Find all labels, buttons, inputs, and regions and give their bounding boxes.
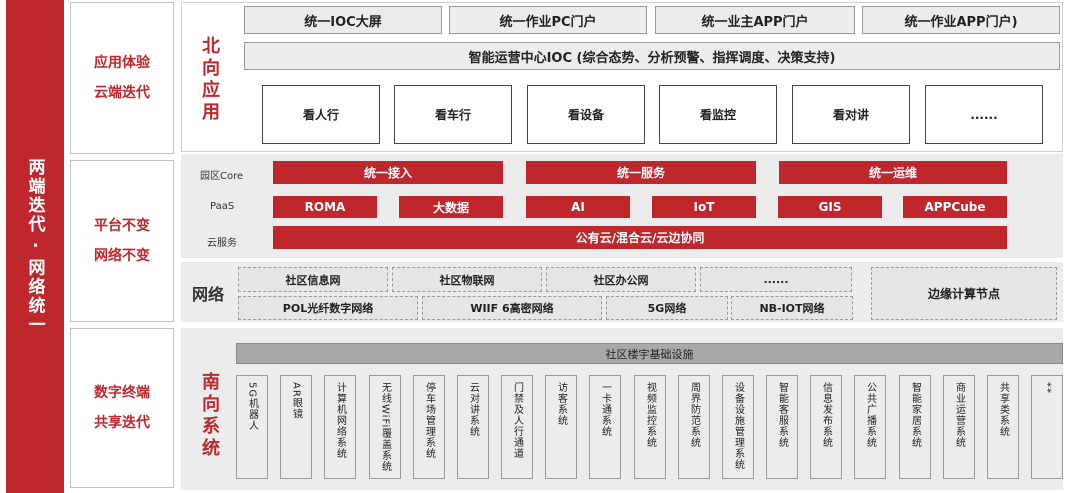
- ioc-center: 智能运营中心IOC (综合态势、分析预警、指挥调度、决策支持): [244, 42, 1060, 70]
- layer-label: 应用体验: [94, 55, 150, 71]
- system-column: 视频监控系统: [634, 375, 666, 479]
- paas-roma: ROMA: [273, 196, 377, 218]
- system-column: 周界防范系统: [678, 375, 710, 479]
- net-5g: 5G网络: [606, 296, 728, 320]
- portal-pc: 统一作业PC门户: [449, 6, 647, 34]
- paas-appcube: APPCube: [903, 196, 1007, 218]
- net-office: 社区办公网: [546, 267, 696, 292]
- net-iot: 社区物联网: [392, 267, 542, 292]
- app-intercom: 看对讲: [792, 85, 910, 144]
- layer-app-experience: 应用体验 云端迭代: [70, 2, 174, 154]
- net-wifi6: WIIF 6高密网络: [422, 296, 602, 320]
- system-column: 无线WiFi覆盖系统: [369, 375, 401, 479]
- system-label: 无线WiFi覆盖系统: [379, 382, 391, 473]
- system-column: 商业运营系统: [943, 375, 975, 479]
- system-column: 5G机器人: [236, 375, 268, 479]
- northbound-title: 北向应用: [199, 36, 220, 124]
- layer-platform: 平台不变 网络不变: [70, 160, 174, 322]
- layer-label: 数字终端: [94, 385, 150, 401]
- app-vehicles: 看车行: [394, 85, 512, 144]
- core-ops: 统一运维: [779, 161, 1007, 184]
- app-monitoring: 看监控: [659, 85, 777, 144]
- system-label: 5G机器人: [246, 382, 258, 432]
- portal-owner-app: 统一业主APP门户: [655, 6, 855, 34]
- paas-gis: GIS: [778, 196, 882, 218]
- paas-ai: AI: [526, 196, 630, 218]
- side-title-bar: 两端迭代 · 网络统一: [6, 0, 64, 493]
- layer-label: 平台不变: [94, 218, 150, 234]
- app-more: ......: [925, 85, 1043, 144]
- system-label: 共享类系统: [997, 382, 1009, 437]
- system-column: 停车场管理系统: [413, 375, 445, 479]
- system-label: AR眼镜: [290, 382, 302, 420]
- system-label: 周界防范系统: [688, 382, 700, 448]
- row-label-paas: PaaS: [210, 201, 235, 212]
- system-column: AR眼镜: [280, 375, 312, 479]
- portal-work-app: 统一作业APP门户): [862, 6, 1060, 34]
- system-label: 公共广播系统: [864, 382, 876, 448]
- system-column: **: [1031, 375, 1063, 479]
- infrastructure-bar: 社区楼宇基础设施: [236, 343, 1063, 364]
- system-label: 智能家居系统: [909, 382, 921, 448]
- system-label: 设备设施管理系统: [732, 382, 744, 470]
- system-column: 一卡通系统: [589, 375, 621, 479]
- system-column: 公共广播系统: [854, 375, 886, 479]
- system-label: 信息发布系统: [820, 382, 832, 448]
- network-title: 网络: [192, 285, 225, 304]
- system-column: 智能客服系统: [766, 375, 798, 479]
- system-label: **: [1041, 382, 1053, 394]
- layer-label: 网络不变: [94, 248, 150, 264]
- net-pol: POL光纤数字网络: [238, 296, 418, 320]
- net-more: ......: [700, 267, 852, 292]
- edge-node: 边缘计算节点: [871, 267, 1057, 320]
- row-label-cloud: 云服务: [207, 238, 237, 249]
- layer-label: 共享迭代: [94, 415, 150, 431]
- layer-terminal: 数字终端 共享迭代: [70, 328, 174, 488]
- row-label-core: 园区Core: [200, 171, 244, 182]
- system-column: 门禁及人行通道: [501, 375, 533, 479]
- net-nbiot: NB-IOT网络: [731, 296, 853, 320]
- app-devices: 看设备: [527, 85, 645, 144]
- system-column: 访客系统: [545, 375, 577, 479]
- system-column: 信息发布系统: [810, 375, 842, 479]
- system-column: 计算机网络系统: [324, 375, 356, 479]
- system-label: 门禁及人行通道: [511, 382, 523, 459]
- cloud-services: 公有云/混合云/云边协同: [273, 226, 1007, 249]
- side-title: 两端迭代 · 网络统一: [24, 158, 45, 335]
- system-column: 智能家居系统: [899, 375, 931, 479]
- system-label: 访客系统: [555, 382, 567, 426]
- system-label: 智能客服系统: [776, 382, 788, 448]
- southbound-title: 南向系统: [199, 372, 220, 460]
- portal-ioc-screen: 统一IOC大屏: [244, 6, 442, 34]
- system-label: 云对讲系统: [467, 382, 479, 437]
- layer-label: 云端迭代: [94, 85, 150, 101]
- core-service: 统一服务: [526, 161, 756, 184]
- system-label: 一卡通系统: [599, 382, 611, 437]
- system-label: 商业运营系统: [953, 382, 965, 448]
- system-label: 视频监控系统: [644, 382, 656, 448]
- core-access: 统一接入: [273, 161, 503, 184]
- system-column: 设备设施管理系统: [722, 375, 754, 479]
- system-column: 云对讲系统: [457, 375, 489, 479]
- paas-bigdata: 大数据: [399, 196, 503, 218]
- paas-iot: IoT: [652, 196, 756, 218]
- system-column: 共享类系统: [987, 375, 1019, 479]
- net-info: 社区信息网: [238, 267, 388, 292]
- system-label: 计算机网络系统: [334, 382, 346, 459]
- app-people: 看人行: [262, 85, 380, 144]
- system-label: 停车场管理系统: [423, 382, 435, 459]
